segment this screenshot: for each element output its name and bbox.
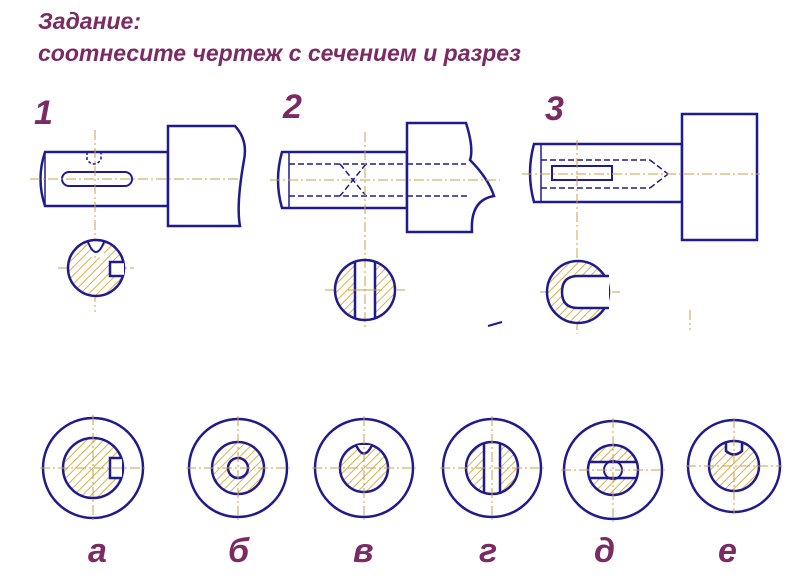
section-option-v [312,416,416,520]
section-option-g [440,416,544,520]
section-letter-v: в [353,532,374,570]
section-letter-d: д [594,532,616,570]
drawing-number-1: 1 [34,94,53,132]
section-letter-g: г [479,532,498,570]
part-2-drawing [276,121,496,234]
part-3-section [487,259,611,327]
task-heading: Задание: [38,8,141,34]
section-option-b [186,416,290,520]
section-option-a [40,415,146,522]
part-3-drawing [528,112,759,242]
section-option-e [686,418,782,514]
section-letter-e: е [718,532,737,570]
drawing-number-2: 2 [283,88,302,126]
task-instruction: соотнесите чертеж с сечением и разрез [38,40,521,66]
drawing-number-3: 3 [545,90,564,128]
part-1-section [66,238,126,298]
part-1-drawing [39,124,247,228]
section-letter-b: б [228,532,250,570]
part-2-section [333,258,397,322]
section-option-d [561,418,665,522]
section-letter-a: а [88,532,107,570]
